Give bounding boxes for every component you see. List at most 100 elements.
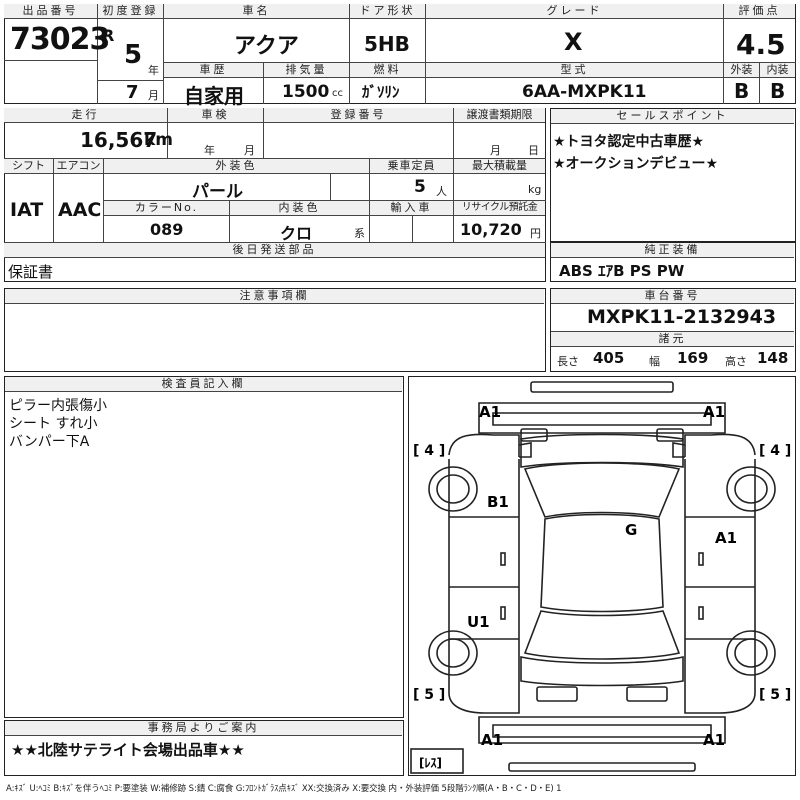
office-note: ★★北陸サテライト会場出品車★★ <box>11 741 245 759</box>
sales-point-2: ★オークションデビュー★ <box>553 156 719 172</box>
int-grade: B <box>770 79 786 103</box>
tire-rear-left: [ 5 ] <box>413 687 445 703</box>
height: 148 <box>757 349 789 367</box>
transfer-day-unit: 日 <box>528 144 539 157</box>
interior-color: クロ <box>280 224 313 243</box>
month-unit: 月 <box>148 89 159 102</box>
ac-label: エアコン <box>54 159 103 174</box>
shift-cell: シフト IAT <box>4 158 54 242</box>
ac: AAC <box>58 199 102 221</box>
recycle-unit: 円 <box>530 227 541 240</box>
color-no: 089 <box>150 220 184 239</box>
color-extra-divider <box>330 173 370 200</box>
mileage-cell: 走行 16,567 km <box>4 108 173 158</box>
ac-cell: エアコン AAC <box>54 158 104 242</box>
grade-label: グレード <box>426 4 723 19</box>
displacement: 1500 <box>282 82 330 102</box>
color-label: 外装色 <box>104 159 369 174</box>
inspector-section: 検査員記入欄 ピラー内張傷小 シート すれ小 バンパー下A <box>4 376 404 718</box>
shift: IAT <box>10 199 44 221</box>
transfer-label: 譲渡書類期限 <box>454 108 545 123</box>
import-cell: 輸入車 <box>370 200 454 242</box>
chassis-label: 車台番号 <box>551 289 794 304</box>
exterior-color: パール <box>192 182 243 202</box>
capacity: 5 <box>414 177 426 197</box>
tire-front-right: [ 4 ] <box>759 443 791 459</box>
color-cell: 外装色 パール <box>104 158 370 202</box>
damage-mark-left-rear: U1 <box>467 613 490 631</box>
later-parts-cell: 後日発送部品 保証書 <box>4 242 546 282</box>
tire-front-left: [ 4 ] <box>413 443 445 459</box>
year-unit: 年 <box>148 64 159 77</box>
damage-mark-right-door: A1 <box>715 529 737 547</box>
office-section: 事務局よりご案内 ★★北陸サテライト会場出品車★★ <box>4 720 404 776</box>
capacity-cell: 乗車定員 5 人 <box>370 158 454 200</box>
load-label: 最大積載量 <box>454 159 545 174</box>
shift-label: シフト <box>4 159 53 174</box>
car-name: アクア <box>234 34 299 59</box>
history: 自家用 <box>184 84 244 108</box>
length-label: 長さ <box>557 355 579 368</box>
ext-grade: B <box>734 79 750 103</box>
later-parts-label: 後日発送部品 <box>4 243 545 258</box>
reg-year: 5 <box>124 40 143 70</box>
ext-grade-cell: 外装 B <box>724 62 760 104</box>
grade: X <box>564 28 583 56</box>
inspection-label: 車検 <box>168 108 263 123</box>
grade-cell: グレード X <box>426 4 724 62</box>
fuel-label: 燃料 <box>350 63 425 78</box>
equipment: ABS ｴｱB PS PW <box>559 262 685 280</box>
load-cell: 最大積載量 kg <box>454 158 546 200</box>
lot-number-label: 出品番号 <box>4 4 97 19</box>
displacement-unit: cc <box>332 88 343 99</box>
inspection-cell: 車検 年 月 <box>168 108 264 158</box>
int-color-label: 内装色 <box>230 201 369 216</box>
int-color-unit: 系 <box>354 227 365 240</box>
width-label: 幅 <box>649 355 660 368</box>
notes-label: 注意事項欄 <box>5 289 544 304</box>
reg-no-label: 登録番号 <box>264 108 453 123</box>
first-reg-label: 初度登録 <box>98 4 163 19</box>
damage-mark-windshield: G <box>625 521 637 539</box>
damage-mark-left-pillar: B1 <box>487 493 509 511</box>
model-label: 型式 <box>426 63 723 78</box>
width: 169 <box>677 349 709 367</box>
office-label: 事務局よりご案内 <box>5 721 402 736</box>
damage-mark-front-right: A1 <box>703 403 725 421</box>
fuel: ｶﾞｿﾘﾝ <box>362 83 400 101</box>
inspection-year-unit: 年 <box>204 144 215 157</box>
length: 405 <box>593 349 625 367</box>
notes-section: 注意事項欄 <box>4 288 546 372</box>
recycle-label: リサイクル預託金 <box>454 201 545 216</box>
color-no-label: カラーNo. <box>104 201 229 216</box>
car-name-label: 車名 <box>164 4 349 19</box>
fuel-cell: 燃料 ｶﾞｿﾘﾝ <box>350 62 426 104</box>
score-cell: 評価点 4.5 <box>724 4 796 62</box>
spare-tire: [ﾚｽ] <box>419 756 442 770</box>
car-name-cell: 車名 アクア <box>164 4 350 62</box>
import-split <box>412 215 454 242</box>
mileage: 16,567 <box>80 128 158 152</box>
reg-month: 7 <box>126 82 139 103</box>
displacement-label: 排気量 <box>264 63 349 78</box>
later-parts: 保証書 <box>8 263 54 281</box>
inspector-note-1: ピラー内張傷小 <box>9 398 107 414</box>
transfer-month-unit: 月 <box>490 144 501 157</box>
recycle-cell: リサイクル預託金 10,720 円 <box>454 200 546 242</box>
damage-mark-rear-left: A1 <box>481 731 503 749</box>
displacement-cell: 排気量 1500 cc <box>264 62 350 104</box>
inspector-label: 検査員記入欄 <box>5 377 402 392</box>
lot-number: 73023 <box>10 22 110 57</box>
first-reg-cell: 初度登録 R 5 年 <box>98 4 164 80</box>
legend: A:ｷｽﾞ U:ﾍｺﾐ B:ｷｽﾞを伴うﾍｺﾐ P:要塗装 W:補修跡 S:錆 … <box>6 784 562 794</box>
int-grade-label: 内装 <box>760 63 795 78</box>
sales-point-1: ★トヨタ認定中古車歴★ <box>553 134 705 150</box>
score: 4.5 <box>736 28 786 61</box>
damage-mark-front-left: A1 <box>479 403 501 421</box>
lot-blank-cell <box>4 60 98 104</box>
model: 6AA-MXPK11 <box>522 82 647 102</box>
inspection-month-unit: 月 <box>244 144 255 157</box>
sales-points-section: セールスポイント ★トヨタ認定中古車歴★ ★オークションデビュー★ <box>550 108 796 242</box>
mileage-unit: km <box>144 130 174 150</box>
sales-points-label: セールスポイント <box>551 109 794 124</box>
